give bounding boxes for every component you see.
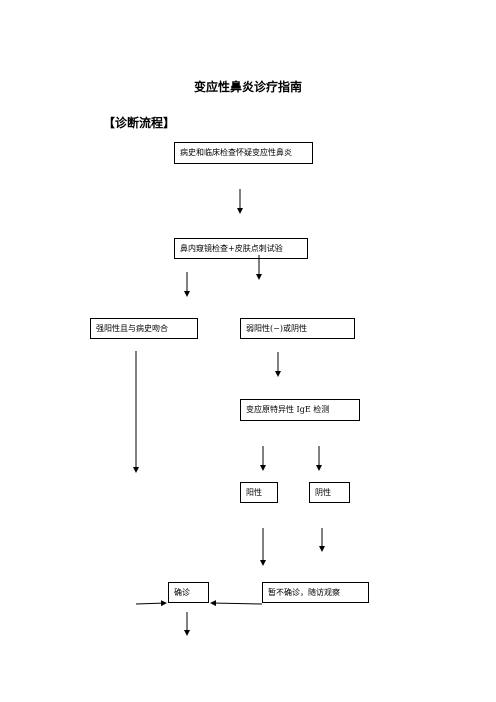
box-strong-positive: 强阳性且与病史吻合 xyxy=(90,318,198,339)
box-endoscopy-label: 鼻内窥镜检查+皮肤点刺试验 xyxy=(180,243,283,253)
section-heading: 【诊断流程】 xyxy=(103,116,176,130)
box-positive-label: 阳性 xyxy=(246,487,262,497)
box-negative: 阴性 xyxy=(309,482,350,503)
box-strong-positive-label: 强阳性且与病史吻合 xyxy=(96,323,168,333)
box-confirmed-label: 确诊 xyxy=(174,587,190,597)
page-title: 变应性鼻炎诊疗指南 xyxy=(193,80,302,94)
arrow-left-into-confirmed xyxy=(135,600,167,607)
box-followup-label: 暂不确诊，随访观察 xyxy=(268,587,340,597)
box-weak-negative: 弱阳性(−)或阴性 xyxy=(240,318,355,339)
box-weak-negative-label: 弱阳性(−)或阴性 xyxy=(246,323,307,333)
box-negative-label: 阴性 xyxy=(315,487,331,497)
box-confirmed: 确诊 xyxy=(168,582,209,603)
box-history: 病史和临床检查怀疑变应性鼻炎 xyxy=(174,142,313,164)
box-ige-test-label: 变应原特异性 IgE 检测 xyxy=(246,405,330,414)
box-ige-test: 变应原特异性 IgE 检测 xyxy=(240,399,360,421)
box-followup: 暂不确诊，随访观察 xyxy=(262,582,369,603)
box-endoscopy: 鼻内窥镜检查+皮肤点刺试验 xyxy=(174,238,308,259)
box-positive: 阳性 xyxy=(240,482,278,503)
arrow-right-into-confirmed xyxy=(210,600,263,607)
box-history-label: 病史和临床检查怀疑变应性鼻炎 xyxy=(180,148,292,157)
